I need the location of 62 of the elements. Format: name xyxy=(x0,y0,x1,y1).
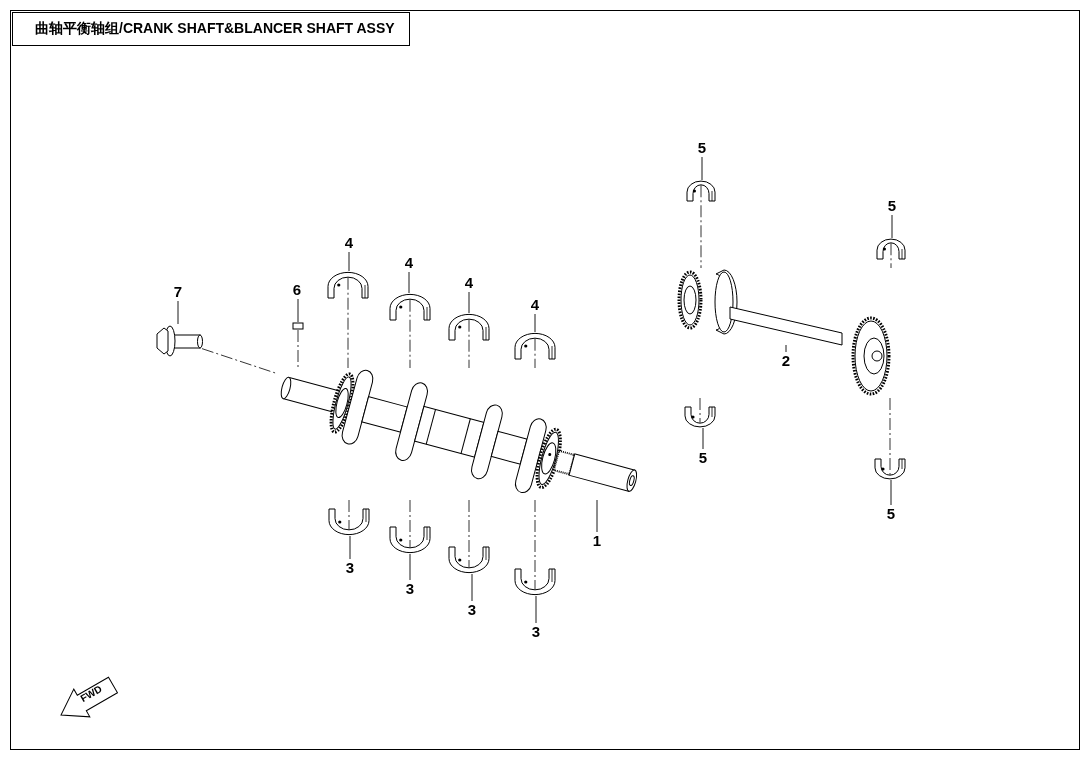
center-line xyxy=(890,242,892,269)
callout-number: 1 xyxy=(590,532,604,550)
center-line xyxy=(534,499,536,590)
leader-line xyxy=(702,427,704,450)
bearing-shell-drawing xyxy=(327,271,369,299)
center-line xyxy=(348,499,350,530)
direction-label: FWD xyxy=(78,683,105,705)
leader-line xyxy=(471,573,473,602)
bolt-drawing xyxy=(156,324,202,358)
bearing-shell-drawing xyxy=(514,332,556,360)
center-line xyxy=(297,329,299,369)
center-line xyxy=(409,299,411,369)
callout-number: 3 xyxy=(465,601,479,619)
leader-line xyxy=(409,553,411,581)
bearing-shell-drawing xyxy=(514,568,556,596)
bearing-shell-drawing xyxy=(448,546,490,574)
bearing-shell-drawing xyxy=(389,526,431,554)
bearing-shell-drawing xyxy=(328,508,370,536)
callout-number: 2 xyxy=(779,352,793,370)
leader-line xyxy=(348,251,350,272)
title: 曲轴平衡轴组/CRANK SHAFT&BLANCER SHAFT ASSY xyxy=(12,12,410,46)
callout-number: 7 xyxy=(171,283,185,301)
bearing-shell-drawing xyxy=(876,238,906,260)
callout-number: 6 xyxy=(290,281,304,299)
center-line xyxy=(889,397,891,476)
callout-number: 3 xyxy=(529,623,543,641)
center-line xyxy=(534,338,536,369)
callout-number: 3 xyxy=(343,559,357,577)
leader-line xyxy=(177,300,179,325)
leader-line xyxy=(349,535,351,560)
center-line xyxy=(201,348,277,374)
center-line xyxy=(409,499,411,548)
callout-number: 4 xyxy=(462,274,476,292)
center-line xyxy=(699,397,701,424)
leader-line xyxy=(535,595,537,624)
callout-number: 5 xyxy=(696,449,710,467)
center-line xyxy=(347,277,349,369)
leader-line xyxy=(408,271,410,294)
leader-line xyxy=(468,291,470,314)
center-line xyxy=(468,319,470,369)
bearing-shell-drawing xyxy=(448,313,490,341)
leader-line xyxy=(785,344,787,353)
callout-number: 5 xyxy=(884,505,898,523)
leader-line xyxy=(297,298,299,323)
callout-number: 4 xyxy=(402,254,416,272)
bearing-shell-drawing xyxy=(686,180,716,202)
bearing-shell-drawing xyxy=(684,406,716,428)
center-line xyxy=(700,184,702,269)
leader-line xyxy=(891,214,893,239)
center-line xyxy=(468,499,470,568)
callout-number: 4 xyxy=(342,234,356,252)
leader-line xyxy=(890,479,892,506)
callout-number: 5 xyxy=(885,197,899,215)
key-drawing xyxy=(292,322,304,330)
callout-number: 3 xyxy=(403,580,417,598)
leader-line xyxy=(701,156,703,181)
leader-line xyxy=(596,499,598,533)
callout-number: 5 xyxy=(695,139,709,157)
bearing-shell-drawing xyxy=(874,458,906,480)
bearing-shell-drawing xyxy=(389,293,431,321)
callout-number: 4 xyxy=(528,296,542,314)
leader-line xyxy=(534,313,536,333)
